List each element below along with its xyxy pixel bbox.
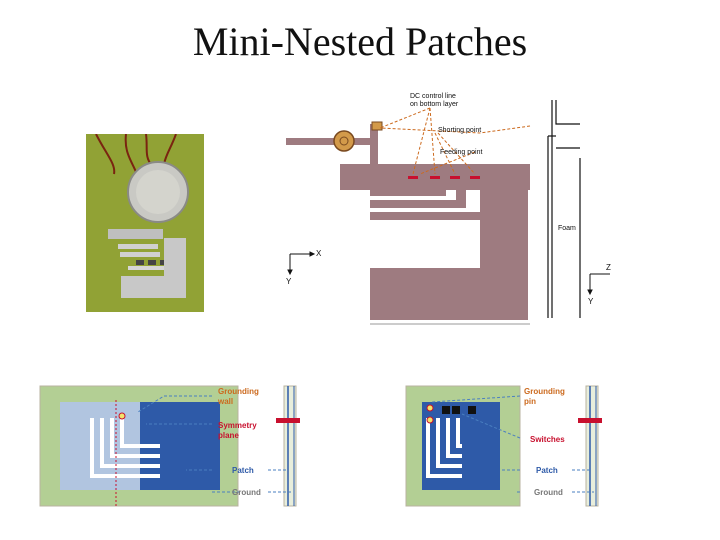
axis-y2-label: Y xyxy=(588,297,594,306)
symmetry-label-1: Symmetry xyxy=(218,421,257,430)
side-section xyxy=(547,100,581,318)
annotation-lines xyxy=(379,107,531,175)
grounding-pin-icon xyxy=(426,404,434,412)
patch-label: Patch xyxy=(232,466,254,475)
feed-point-icon xyxy=(426,416,434,424)
axes-zy xyxy=(587,273,610,296)
feed-connector xyxy=(333,130,355,152)
feed-line xyxy=(286,138,376,145)
symmetry-label-2: plane xyxy=(218,431,239,440)
grounding-wall-label-2: wall xyxy=(217,397,233,406)
axis-y-label: Y xyxy=(286,277,292,286)
grounding-wall-label-1: Grounding xyxy=(218,387,259,396)
nested-strip-3 xyxy=(370,164,446,196)
axes-xy xyxy=(287,251,316,276)
patch-label: Patch xyxy=(536,466,558,475)
l-patch xyxy=(370,164,528,320)
axis-x-label: X xyxy=(316,249,322,258)
grounding-pin-label-1: Grounding xyxy=(524,387,565,396)
nested-strip-2 xyxy=(370,164,466,208)
annotation-lines-left xyxy=(137,395,292,493)
diagram-grounding-wall: Grounding wall Symmetry plane Patch Grou… xyxy=(36,382,308,510)
patch-schematic: DC control line on bottom layer Shorting… xyxy=(286,93,611,325)
switch-markers xyxy=(408,176,480,179)
feed-point-icon xyxy=(118,412,126,420)
switches-label: Switches xyxy=(530,435,565,444)
slide-title: Mini-Nested Patches xyxy=(192,19,528,64)
diagram-grounding-pin: Grounding pin Switches Patch Ground xyxy=(402,382,606,510)
shorting-point-label: Shorting point xyxy=(438,127,481,134)
dc-line-label-2: on bottom layer xyxy=(410,101,459,108)
ground-label: Ground xyxy=(534,488,563,497)
foam-label: Foam xyxy=(558,225,576,232)
prototype-photo xyxy=(86,134,204,312)
nested-slots xyxy=(426,418,462,478)
ground-label: Ground xyxy=(232,488,261,497)
annotation-lines-right xyxy=(431,395,594,493)
axis-z-label: Z xyxy=(606,263,611,272)
feeding-point-label: Feeding point xyxy=(440,149,482,156)
nested-slots xyxy=(90,418,160,478)
grounding-pin-label-2: pin xyxy=(524,397,536,406)
switch-icons xyxy=(442,406,476,414)
dc-line-label-1: DC control line xyxy=(410,93,456,100)
